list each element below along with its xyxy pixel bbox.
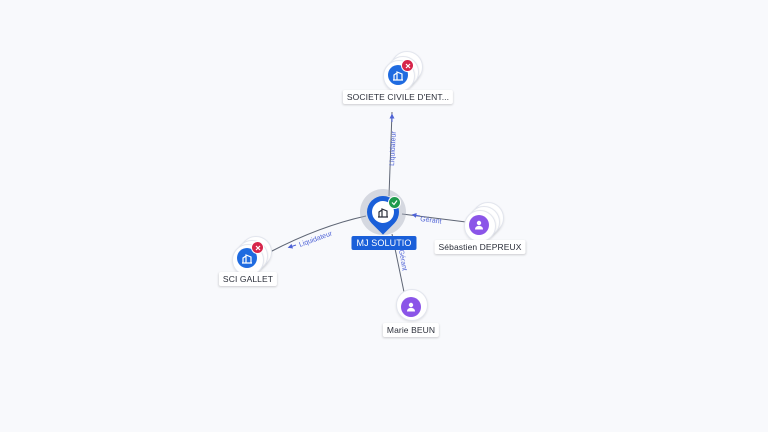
x-icon (401, 59, 414, 72)
edge-line (269, 215, 367, 253)
node-label[interactable]: Sébastien DEPREUX (434, 240, 526, 254)
edge-label-liquidateur-top: Liquidateur (389, 130, 398, 166)
edge-label-gerant-bottom: Gérant (397, 249, 408, 271)
edge-label-liquidateur-left: Liquidateur (298, 230, 334, 249)
building-icon (237, 248, 257, 268)
edge-societe-civile: Liquidateur (388, 111, 398, 197)
person-icon (401, 297, 421, 317)
node-label-main[interactable]: MJ SOLUTIO (351, 236, 417, 250)
edge-sebastien-depreux: Gérant (401, 212, 467, 226)
edge-arrow (287, 243, 297, 249)
node-label[interactable]: Marie BEUN (382, 323, 440, 337)
person-icon (469, 215, 489, 235)
x-icon (251, 241, 264, 254)
node-label[interactable]: SOCIETE CIVILE D'ENT... (342, 90, 454, 104)
edge-arrow (411, 212, 421, 218)
check-icon (388, 196, 401, 209)
edge-line (388, 111, 393, 197)
edge-label-gerant-right: Gérant (420, 216, 442, 226)
node-label[interactable]: SCI GALLET (218, 272, 278, 286)
